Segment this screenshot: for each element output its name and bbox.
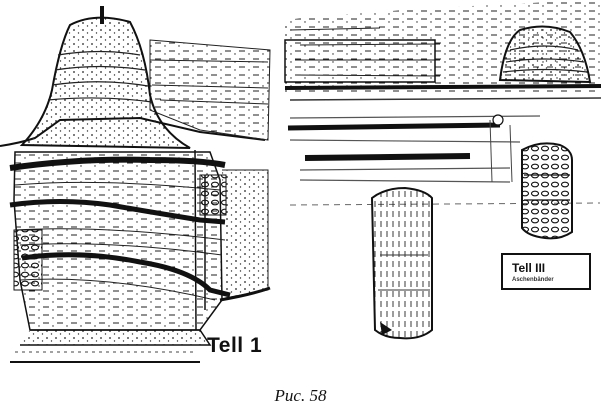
figure-caption: Рис. 58 — [274, 386, 327, 405]
ash-band — [9, 199, 226, 225]
tell-3-sublabel: Aschenbänder — [512, 277, 554, 283]
tell-3-legend-box: Tell III Aschenbänder — [501, 253, 591, 290]
left-cross-section — [0, 6, 271, 363]
core-column — [521, 142, 573, 240]
ash-band — [9, 156, 226, 171]
core-column — [370, 186, 433, 340]
right-cross-section — [284, 0, 601, 340]
ash-band — [21, 252, 231, 298]
tell-3-label: Tell III — [512, 261, 546, 275]
tell-1-label: Tell 1 — [207, 334, 263, 357]
tell-mound — [498, 25, 592, 84]
